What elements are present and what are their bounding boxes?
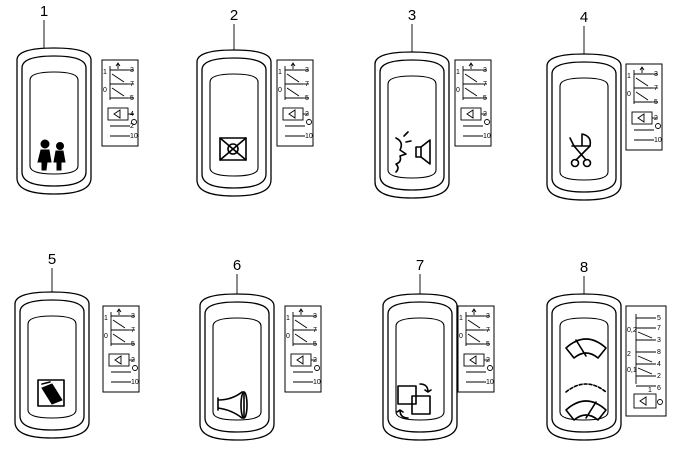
svg-text:10: 10 <box>130 133 138 140</box>
svg-text:2: 2 <box>305 111 309 118</box>
wiring-schematic: 1 0 3 7 5 2 10 <box>625 63 663 151</box>
svg-text:7: 7 <box>130 81 134 88</box>
svg-text:0: 0 <box>104 333 108 340</box>
svg-text:3: 3 <box>130 67 134 74</box>
svg-text:7: 7 <box>131 327 135 334</box>
switch-number: 6 <box>233 257 241 274</box>
svg-text:0,1: 0,1 <box>627 367 637 374</box>
crossed-out-symbol-icon <box>219 137 247 161</box>
svg-text:1: 1 <box>278 69 282 76</box>
svg-text:3: 3 <box>131 313 135 320</box>
svg-text:2: 2 <box>483 111 487 118</box>
switch-number: 4 <box>580 9 588 26</box>
svg-text:1: 1 <box>456 69 460 76</box>
svg-text:2: 2 <box>654 115 658 122</box>
switch-6: 6 1 0 3 7 5 2 10 <box>199 257 322 441</box>
children-crossing-icon <box>37 139 66 171</box>
switch-number: 8 <box>580 259 588 276</box>
svg-text:3: 3 <box>305 67 309 74</box>
svg-text:7: 7 <box>657 325 661 332</box>
svg-text:3: 3 <box>657 337 661 344</box>
svg-text:0: 0 <box>456 87 460 94</box>
switch-1: 1 1 0 3 7 5 4 2 10 <box>16 3 139 195</box>
svg-text:6: 6 <box>657 385 661 392</box>
switch-7: 7 1 0 3 7 5 2 10 <box>382 257 495 441</box>
svg-text:10: 10 <box>483 133 491 140</box>
switch-number: 2 <box>230 7 238 24</box>
svg-text:5: 5 <box>131 341 135 348</box>
svg-text:5: 5 <box>486 341 490 348</box>
svg-text:5: 5 <box>654 99 658 106</box>
svg-text:5: 5 <box>657 315 661 322</box>
svg-text:3: 3 <box>313 313 317 320</box>
svg-text:2: 2 <box>486 357 490 364</box>
switch-number: 7 <box>416 257 424 274</box>
svg-text:1: 1 <box>648 387 652 394</box>
switch-number: 5 <box>48 251 56 268</box>
svg-text:7: 7 <box>654 85 658 92</box>
svg-text:7: 7 <box>313 327 317 334</box>
svg-text:10: 10 <box>305 133 313 140</box>
svg-text:10: 10 <box>131 379 139 386</box>
svg-text:1: 1 <box>286 315 290 322</box>
svg-text:1: 1 <box>103 69 107 76</box>
svg-text:2: 2 <box>313 357 317 364</box>
svg-text:10: 10 <box>486 379 494 386</box>
svg-text:7: 7 <box>305 81 309 88</box>
switch-number: 1 <box>40 3 48 20</box>
wiring-schematic: 1 0 3 7 5 2 10 <box>454 59 492 147</box>
svg-text:1: 1 <box>627 73 631 80</box>
svg-text:2: 2 <box>131 357 135 364</box>
svg-text:0: 0 <box>459 333 463 340</box>
svg-text:0: 0 <box>103 87 107 94</box>
ramp-icon <box>37 379 65 407</box>
wiring-schematic: 1 0 3 7 5 2 10 <box>102 305 140 393</box>
svg-text:3: 3 <box>654 71 658 78</box>
wiring-schematic: 0,2 2 0,1 5 7 3 8 4 2 6 1 <box>625 305 667 417</box>
svg-text:0: 0 <box>278 87 282 94</box>
wiring-schematic: 1 0 3 7 5 2 10 <box>276 59 314 147</box>
switch-number: 3 <box>408 7 416 24</box>
svg-text:3: 3 <box>483 67 487 74</box>
svg-text:5: 5 <box>313 341 317 348</box>
svg-text:5: 5 <box>305 95 309 102</box>
wiring-schematic: 1 0 3 7 5 2 10 <box>284 305 322 393</box>
switch-3: 3 1 0 3 7 5 2 10 <box>374 7 492 199</box>
svg-text:2: 2 <box>130 123 134 130</box>
wiring-schematic: 1 0 3 7 5 4 2 10 <box>101 59 139 147</box>
svg-text:5: 5 <box>483 95 487 102</box>
switch-5: 5 1 0 3 7 5 2 10 <box>14 251 140 439</box>
switch-4: 4 1 0 3 7 5 2 10 <box>546 9 663 201</box>
svg-text:0: 0 <box>286 333 290 340</box>
svg-text:4: 4 <box>657 361 661 368</box>
svg-text:5: 5 <box>130 95 134 102</box>
horn-icon <box>217 391 248 419</box>
svg-text:2: 2 <box>657 373 661 380</box>
svg-text:7: 7 <box>483 81 487 88</box>
svg-text:2: 2 <box>627 351 631 358</box>
svg-text:7: 7 <box>486 327 490 334</box>
stroller-icon <box>569 133 592 168</box>
svg-text:10: 10 <box>654 137 662 144</box>
svg-text:0: 0 <box>627 91 631 98</box>
speaker-voice-icon <box>395 131 431 173</box>
switch-2: 2 1 0 3 7 5 2 10 <box>196 7 314 197</box>
svg-text:1: 1 <box>104 315 108 322</box>
wiper-icon <box>565 338 607 421</box>
svg-text:0,2: 0,2 <box>627 327 637 334</box>
svg-text:8: 8 <box>657 349 661 356</box>
svg-text:3: 3 <box>486 313 490 320</box>
svg-text:4: 4 <box>130 111 134 118</box>
svg-text:1: 1 <box>459 315 463 322</box>
wiring-schematic: 1 0 3 7 5 2 10 <box>457 305 495 393</box>
svg-text:10: 10 <box>313 379 321 386</box>
window-toggle-icon <box>396 383 432 419</box>
switch-8: 8 0,2 2 0,1 <box>546 259 667 441</box>
